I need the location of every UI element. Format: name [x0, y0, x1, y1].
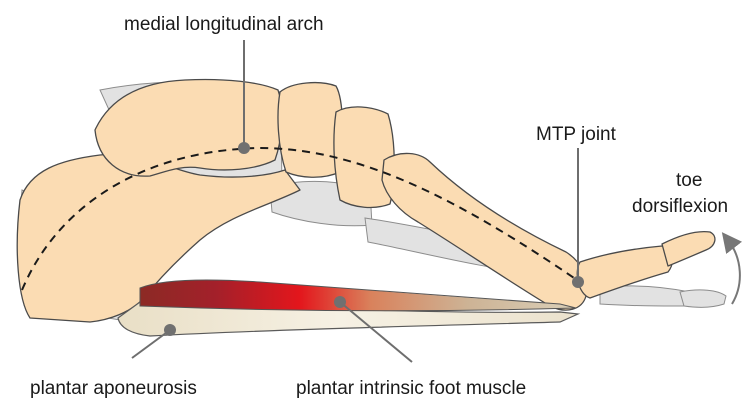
curved-arrow-icon — [728, 240, 740, 304]
mtp-dot — [572, 276, 584, 288]
label-muscle: plantar intrinsic foot muscle — [296, 378, 526, 399]
cuneiform — [334, 107, 394, 208]
aponeurosis-dot — [164, 324, 176, 336]
arch-dot — [238, 142, 250, 154]
label-dorsiflexion: dorsiflexion — [632, 196, 728, 217]
plantar-intrinsic-muscle — [140, 280, 576, 311]
muscle-dot — [334, 296, 346, 308]
label-aponeurosis: plantar aponeurosis — [30, 378, 197, 399]
label-arch: medial longitudinal arch — [124, 14, 324, 35]
navicular — [278, 83, 343, 178]
distal-phalanx — [662, 232, 715, 266]
label-mtp: MTP joint — [536, 124, 617, 145]
label-toe: toe — [676, 170, 702, 191]
